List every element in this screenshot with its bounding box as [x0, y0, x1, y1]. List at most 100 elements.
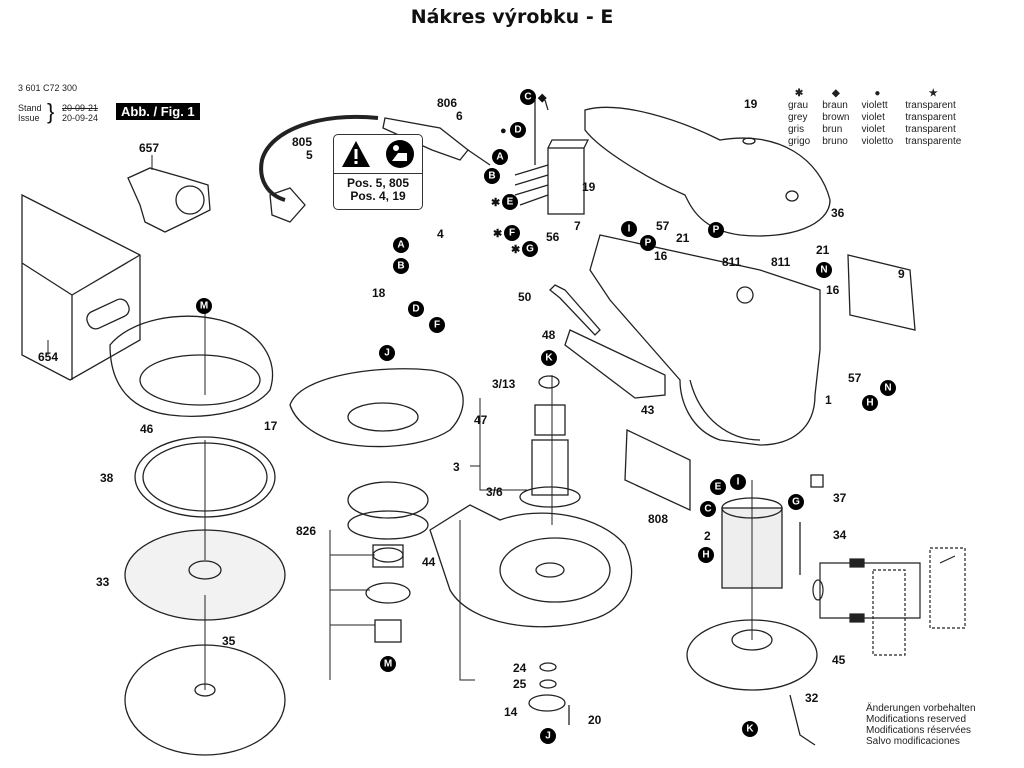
svg-text:E: E	[715, 482, 722, 493]
svg-text:P: P	[713, 225, 720, 236]
label-3-6: 3/6	[486, 485, 503, 499]
label-7: 7	[574, 219, 581, 233]
marker-brown-C: ◆	[537, 92, 547, 104]
label-3: 3	[453, 460, 460, 474]
legend-col-brown: ◆ braun brown brun bruno	[822, 88, 849, 148]
label-5: 5	[306, 148, 313, 162]
label-50: 50	[518, 290, 532, 304]
bubble-I-top: I	[621, 221, 637, 237]
svg-text:D: D	[412, 304, 419, 315]
issue-label: Issue	[18, 113, 40, 123]
svg-text:A: A	[397, 240, 404, 251]
label-32: 32	[805, 691, 819, 705]
svg-text:J: J	[545, 731, 551, 742]
bubble-M-top: M	[196, 298, 212, 314]
part-36-cover	[584, 106, 831, 237]
leader-lines	[47, 155, 753, 690]
label-3-13: 3/13	[492, 377, 516, 391]
svg-text:D: D	[514, 125, 521, 136]
part-24-washer	[539, 662, 557, 672]
page-title: Nákres výrobku - E	[410, 6, 614, 28]
bubble-G-stator: G	[788, 494, 804, 510]
label-48: 48	[542, 328, 556, 342]
label-47: 47	[474, 413, 488, 427]
legend-text: transparente	[905, 136, 962, 147]
svg-text:B: B	[488, 171, 495, 182]
bubble-A-switch: A	[393, 237, 409, 253]
legend-text: gris	[788, 124, 805, 135]
part-657-adapter	[127, 167, 211, 233]
violet-marker-icon: ●	[874, 88, 881, 99]
label-37: 37	[833, 491, 847, 505]
svg-text:F: F	[434, 320, 440, 331]
svg-text:N: N	[884, 383, 891, 394]
part-14-bearing	[528, 694, 566, 712]
legend-text: violet	[861, 124, 885, 135]
label-33: 33	[96, 575, 110, 589]
dates: 20-09-21 20-09-24	[62, 103, 98, 123]
part-56-switch	[514, 99, 590, 215]
footer-line: Änderungen vorbehalten	[866, 703, 976, 714]
bubble-E-stator: E	[710, 479, 726, 495]
bubble-B-switch: B	[393, 258, 409, 274]
bubble-N-top: N	[816, 262, 832, 278]
bubble-N-right: N	[880, 380, 896, 396]
svg-text:H: H	[866, 398, 873, 409]
read-manual-icon	[386, 140, 414, 168]
label-16: 16	[654, 249, 668, 263]
label-43: 43	[641, 403, 655, 417]
stand-issue-labels: Stand Issue	[18, 103, 42, 123]
marker-grey-F: ✱	[493, 228, 502, 240]
legend-col-violet: ● violett violet violet violetto	[862, 88, 894, 148]
warning-box: Pos. 5, 805 Pos. 4, 19	[333, 134, 423, 210]
part-805-cord	[259, 114, 379, 223]
label-6: 6	[456, 109, 463, 123]
svg-text:P: P	[645, 238, 652, 249]
warning-line-2: Pos. 4, 19	[350, 189, 406, 203]
label-18: 18	[372, 286, 386, 300]
label-19-top: 19	[744, 97, 758, 111]
bubble-J-bottom: J	[540, 728, 556, 744]
label-21: 21	[676, 231, 690, 245]
bubble-H-stator: H	[698, 547, 714, 563]
label-21-right: 21	[816, 243, 830, 257]
label-45: 45	[832, 653, 846, 667]
bubble-G-top: G	[522, 241, 538, 257]
legend-text: braun	[822, 100, 848, 111]
label-4: 4	[437, 227, 444, 241]
label-14: 14	[504, 705, 518, 719]
label-17: 17	[264, 419, 278, 433]
label-34: 34	[833, 528, 847, 542]
label-19: 19	[582, 180, 596, 194]
legend-text: transparent	[905, 100, 956, 111]
bubble-F-switch: F	[429, 317, 445, 333]
bubble-F-top: F	[504, 225, 520, 241]
svg-text:I: I	[628, 224, 631, 235]
part-654-box	[21, 193, 141, 381]
label-25: 25	[513, 677, 527, 691]
svg-text:K: K	[545, 353, 553, 364]
svg-text:M: M	[200, 301, 208, 312]
legend-text: grau	[788, 100, 809, 111]
footer-line: Salvo modificaciones	[866, 736, 960, 747]
part-25-washer	[539, 679, 557, 689]
transparent-marker-icon: ★	[928, 88, 938, 99]
label-811: 811	[722, 255, 742, 269]
wiring-schematic	[812, 547, 966, 656]
bubble-A-top: A	[492, 149, 508, 165]
label-657: 657	[139, 141, 159, 155]
label-808: 808	[648, 512, 668, 526]
label-1: 1	[825, 393, 832, 407]
label-9: 9	[898, 267, 905, 281]
label-44: 44	[422, 555, 436, 569]
part-number: 3 601 C72 300	[18, 83, 78, 93]
legend-col-grey: ✱ grau grey gris grigo	[788, 88, 810, 148]
svg-text:C: C	[704, 504, 711, 515]
brown-marker-icon: ◆	[832, 88, 840, 99]
label-805: 805	[292, 135, 312, 149]
svg-text:G: G	[792, 497, 800, 508]
svg-text:K: K	[746, 724, 754, 735]
svg-text:J: J	[384, 348, 390, 359]
label-38: 38	[100, 471, 114, 485]
